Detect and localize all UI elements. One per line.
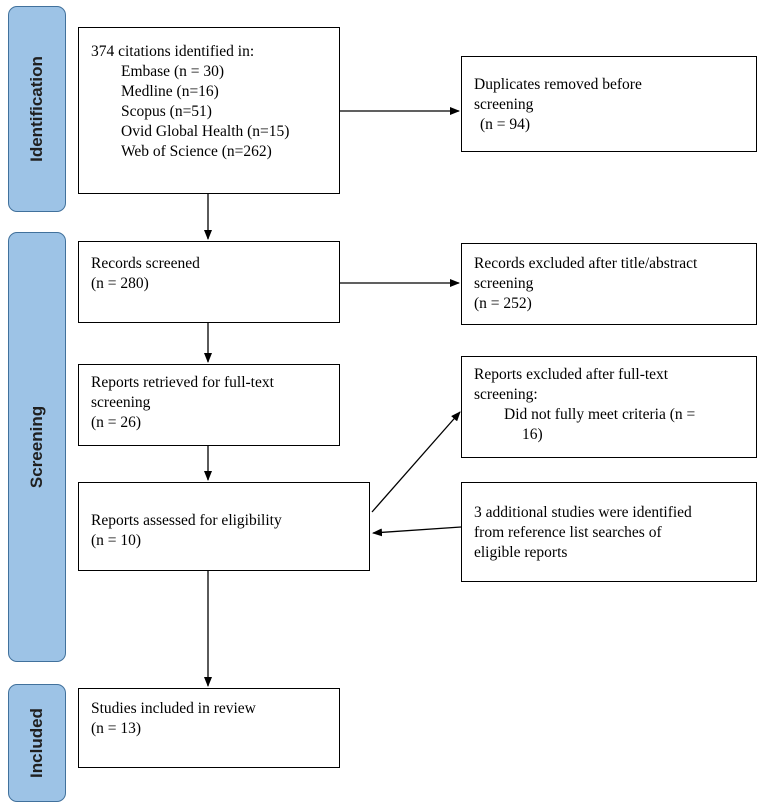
arrow-additional-to-eligibility — [372, 526, 462, 537]
screened-count: (n = 280) — [91, 275, 149, 292]
excluded-fulltext-line2: screening: — [474, 386, 538, 403]
duplicates-removed-box: Duplicates removed before screening (n =… — [461, 56, 757, 152]
source-web-of-science: Web of Science (n=262) — [121, 143, 272, 160]
studies-included-box: Studies included in review (n = 13) — [78, 688, 340, 768]
excluded-fulltext-reason: Did not fully meet criteria (n = — [504, 406, 696, 423]
source-embase: Embase (n = 30) — [121, 63, 225, 80]
phase-identification: Identification — [8, 6, 66, 212]
reports-retrieved-box: Reports retrieved for full-text screenin… — [78, 364, 340, 446]
duplicates-line2: screening — [474, 96, 534, 113]
records-screened-box: Records screened (n = 280) — [78, 241, 340, 323]
additional-line1: 3 additional studies were identified — [474, 504, 692, 521]
duplicates-count: (n = 94) — [480, 116, 531, 133]
retrieved-count: (n = 26) — [91, 414, 142, 431]
eligibility-count: (n = 10) — [91, 532, 142, 549]
screened-label: Records screened — [91, 255, 200, 272]
reports-excluded-fulltext-box: Reports excluded after full-text screeni… — [461, 356, 757, 458]
additional-studies-box: 3 additional studies were identified fro… — [461, 482, 757, 582]
eligibility-label: Reports assessed for eligibility — [91, 512, 282, 529]
included-count: (n = 13) — [91, 720, 142, 737]
additional-line3: eligible reports — [474, 544, 568, 561]
source-medline: Medline (n=16) — [121, 83, 219, 100]
excluded-fulltext-line1: Reports excluded after full-text — [474, 366, 669, 383]
excluded-title-line2: screening — [474, 275, 534, 292]
excluded-title-count: (n = 252) — [474, 295, 532, 312]
phase-screening: Screening — [8, 232, 66, 662]
reports-eligibility-box: Reports assessed for eligibility (n = 10… — [78, 482, 370, 571]
retrieved-line1: Reports retrieved for full-text — [91, 374, 274, 391]
citations-identified-box: 374 citations identified in: Embase (n =… — [78, 27, 340, 194]
citations-title: 374 citations identified in: — [91, 43, 255, 60]
records-excluded-title-box: Records excluded after title/abstract sc… — [461, 243, 757, 325]
retrieved-line2: screening — [91, 394, 151, 411]
duplicates-line1: Duplicates removed before — [474, 76, 642, 93]
additional-line2: from reference list searches of — [474, 524, 662, 541]
source-scopus: Scopus (n=51) — [121, 103, 212, 120]
excluded-fulltext-count: 16) — [522, 426, 543, 443]
excluded-title-line1: Records excluded after title/abstract — [474, 255, 698, 272]
included-label: Studies included in review — [91, 700, 256, 717]
phase-included: Included — [8, 684, 66, 802]
source-ovid: Ovid Global Health (n=15) — [121, 123, 290, 140]
arrow-eligibility-to-excluded-fulltext — [371, 411, 461, 513]
